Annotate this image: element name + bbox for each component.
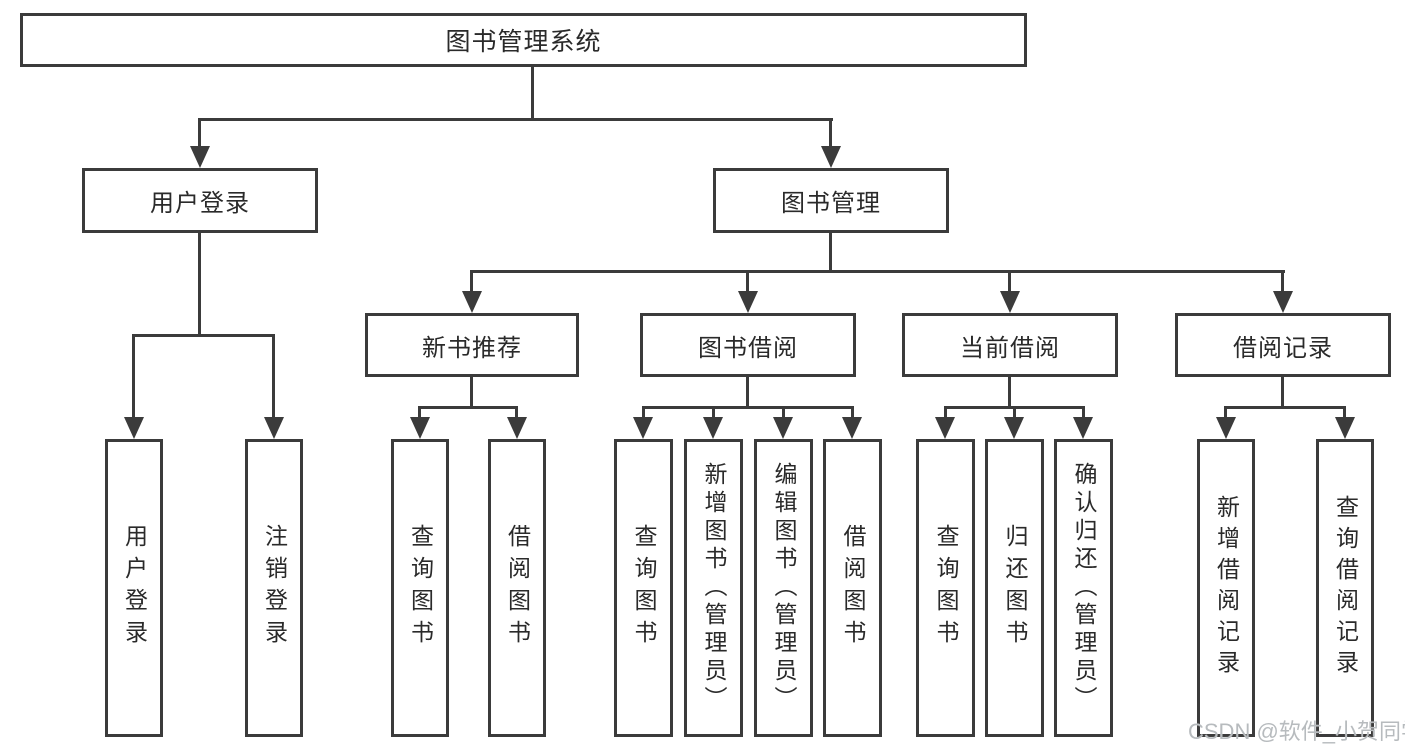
edge-br-leaf2-drop	[1343, 406, 1346, 419]
node-user-login-label: 用户登录	[150, 190, 250, 217]
node-borrowing-records-label: 借阅记录	[1233, 334, 1333, 362]
arrow-down-icon-br-leaf1	[1216, 417, 1236, 439]
node-library-system: 图书管理系统	[20, 13, 1027, 67]
edge-book-borrow-stem	[746, 377, 749, 408]
arrow-down-icon-nb-leaf2	[507, 417, 527, 439]
edge-new-books-drop	[470, 270, 473, 293]
node-current-borrowing: 当前借阅	[902, 313, 1118, 377]
edge-br-leaf1-drop	[1224, 406, 1227, 419]
edge-bb-leaf2-drop	[712, 406, 715, 419]
node-borrowing-records: 借阅记录	[1175, 313, 1391, 377]
edge-book-mgmt-stem	[829, 233, 832, 273]
edge-new-books-rail	[418, 406, 518, 409]
arrow-down-icon-bb-leaf3	[773, 417, 793, 439]
leaf-br-query-record: 查询借阅记录	[1316, 439, 1374, 737]
leaf-logout-label: 注销登录	[261, 524, 288, 652]
edge-cb-leaf2-drop	[1013, 406, 1016, 419]
edge-book-borrow-drop	[746, 270, 749, 293]
edge-nb-leaf2-drop	[515, 406, 518, 419]
node-library-system-label: 图书管理系统	[445, 28, 602, 56]
edge-current-borrow-stem	[1008, 377, 1011, 408]
node-book-management: 图书管理	[713, 168, 949, 233]
arrow-down-icon-br-leaf2	[1335, 417, 1355, 439]
arrow-down-icon-leaf-login	[124, 417, 144, 439]
edge-user-login-stem	[198, 233, 201, 336]
node-new-book-recommend-label: 新书推荐	[422, 334, 522, 362]
arrow-down-icon-cb-leaf3	[1073, 417, 1093, 439]
arrow-down-icon-book-mgmt	[821, 146, 841, 168]
edge-level3-rail	[470, 270, 1285, 273]
edge-borrow-records-rail	[1224, 406, 1346, 409]
leaf-bb-edit-books-admin: 编辑图书（管理员）	[754, 439, 813, 737]
leaf-user-login: 用户登录	[105, 439, 163, 737]
arrow-down-icon-current-borrow	[1000, 291, 1020, 313]
arrow-down-icon-new-books	[462, 291, 482, 313]
leaf-br-add-record-label: 新增借阅记录	[1213, 495, 1240, 681]
edge-cb-leaf1-drop	[944, 406, 947, 419]
leaf-nb-query-books-label: 查询图书	[407, 524, 434, 652]
arrow-down-icon-bb-leaf2	[703, 417, 723, 439]
leaf-br-add-record: 新增借阅记录	[1197, 439, 1255, 737]
leaf-cb-query-books: 查询图书	[916, 439, 975, 737]
leaf-bb-query-books: 查询图书	[614, 439, 673, 737]
edge-book-mgmt-drop	[829, 118, 832, 148]
node-current-borrowing-label: 当前借阅	[960, 334, 1060, 362]
edge-book-borrow-rail	[642, 406, 853, 409]
leaf-logout: 注销登录	[245, 439, 303, 737]
leaf-bb-add-books-admin: 新增图书（管理员）	[684, 439, 743, 737]
edge-leaf-login-drop	[132, 334, 135, 419]
node-book-borrowing: 图书借阅	[640, 313, 856, 377]
edge-root-rail	[198, 118, 833, 121]
leaf-nb-query-books: 查询图书	[391, 439, 449, 737]
node-user-login: 用户登录	[82, 168, 318, 233]
leaf-cb-confirm-return-admin: 确认归还（管理员）	[1054, 439, 1113, 737]
edge-bb-leaf4-drop	[851, 406, 854, 419]
csdn-watermark: CSDN @软件_小贺同学	[1188, 719, 1405, 744]
leaf-nb-borrow-books-label: 借阅图书	[504, 524, 531, 652]
node-new-book-recommend: 新书推荐	[365, 313, 579, 377]
edge-cb-leaf3-drop	[1082, 406, 1085, 419]
edge-current-borrow-drop	[1008, 270, 1011, 293]
leaf-user-login-label: 用户登录	[121, 524, 148, 652]
edge-borrow-records-stem	[1281, 377, 1284, 408]
edge-bb-leaf3-drop	[782, 406, 785, 419]
edge-new-books-stem	[470, 377, 473, 408]
leaf-bb-borrow-books: 借阅图书	[823, 439, 882, 737]
edge-nb-leaf1-drop	[418, 406, 421, 419]
arrow-down-icon-leaf-logout	[264, 417, 284, 439]
edge-root-stem	[531, 67, 534, 121]
leaf-br-query-record-label: 查询借阅记录	[1332, 495, 1359, 681]
arrow-down-icon-bb-leaf4	[842, 417, 862, 439]
arrow-down-icon-cb-leaf1	[935, 417, 955, 439]
leaf-cb-confirm-return-admin-label: 确认归还（管理员）	[1071, 462, 1097, 714]
edge-user-login-drop	[198, 118, 201, 148]
arrow-down-icon-borrow-records	[1273, 291, 1293, 313]
arrow-down-icon-cb-leaf2	[1004, 417, 1024, 439]
node-book-management-label: 图书管理	[781, 190, 881, 217]
leaf-cb-return-books-label: 归还图书	[1002, 524, 1028, 652]
edge-bb-leaf1-drop	[642, 406, 645, 419]
edge-borrow-records-drop	[1281, 270, 1284, 293]
leaf-nb-borrow-books: 借阅图书	[488, 439, 546, 737]
node-book-borrowing-label: 图书借阅	[698, 334, 798, 362]
arrow-down-icon-bb-leaf1	[633, 417, 653, 439]
leaf-bb-query-books-label: 查询图书	[631, 524, 657, 652]
leaf-cb-return-books: 归还图书	[985, 439, 1044, 737]
leaf-bb-add-books-admin-label: 新增图书（管理员）	[701, 462, 727, 714]
edge-leaf-logout-drop	[272, 334, 275, 419]
arrow-down-icon-user-login	[190, 146, 210, 168]
arrow-down-icon-nb-leaf1	[410, 417, 430, 439]
arrow-down-icon-book-borrow	[738, 291, 758, 313]
edge-user-login-rail	[132, 334, 275, 337]
leaf-bb-borrow-books-label: 借阅图书	[840, 524, 866, 652]
leaf-bb-edit-books-admin-label: 编辑图书（管理员）	[771, 462, 797, 714]
leaf-cb-query-books-label: 查询图书	[933, 524, 959, 652]
